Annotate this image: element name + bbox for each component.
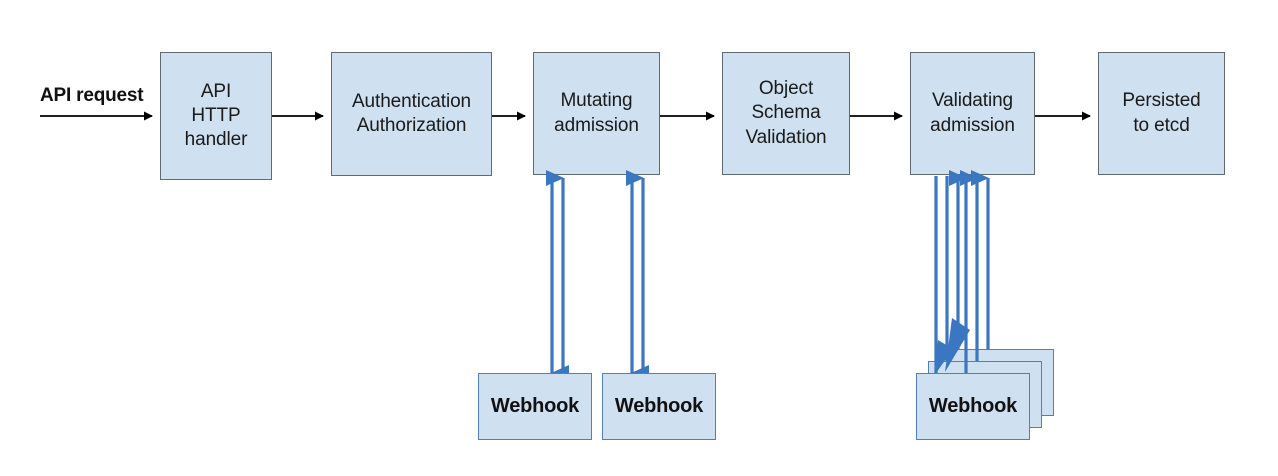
node-api-http-handler[interactable]: API HTTP handler bbox=[160, 52, 272, 180]
webhook-call-validating-1 bbox=[934, 170, 968, 373]
webhook-box-mutating-1[interactable]: Webhook bbox=[478, 373, 592, 440]
webhook-call-validating-2 bbox=[945, 170, 979, 361]
webhook-box-mutating-2[interactable]: Webhook bbox=[602, 373, 716, 440]
entry-label-api-request: API request bbox=[40, 85, 144, 106]
webhook-box-validating-1[interactable]: Webhook bbox=[916, 373, 1030, 440]
node-mutating-admission[interactable]: Mutating admission bbox=[533, 52, 660, 175]
webhook-call-validating-3 bbox=[956, 170, 990, 349]
node-object-schema-validation[interactable]: Object Schema Validation bbox=[722, 52, 850, 175]
node-validating-admission[interactable]: Validating admission bbox=[910, 52, 1035, 175]
node-authentication-authorization[interactable]: Authentication Authorization bbox=[331, 52, 492, 176]
webhook-call-mutating-1 bbox=[546, 170, 569, 381]
webhook-call-mutating-2 bbox=[626, 170, 649, 381]
node-persisted-to-etcd[interactable]: Persisted to etcd bbox=[1098, 52, 1225, 175]
